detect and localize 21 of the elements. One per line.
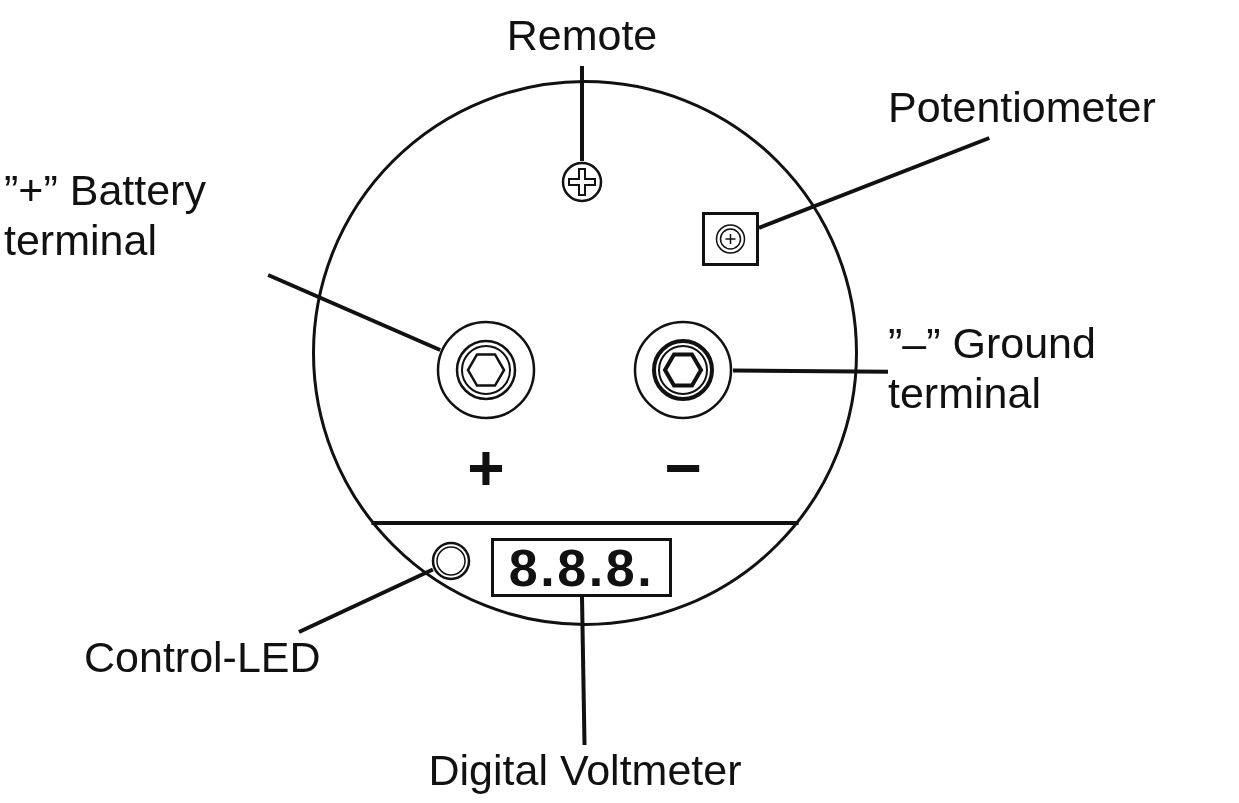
leader-line: [267, 273, 441, 352]
terminal-drawing: [436, 320, 536, 420]
housing-drawing: [312, 80, 858, 626]
ground-terminal-label: ”–” Ground terminal: [888, 318, 1188, 428]
remote-label: Remote: [470, 10, 694, 66]
led-icon: [431, 541, 471, 581]
potentiometer-label: Potentiometer: [888, 82, 1234, 138]
potentiometer-icon: [702, 212, 759, 266]
voltmeter-display: 8.8.8.: [491, 538, 672, 597]
minus-sign: −: [663, 431, 703, 506]
leader-line: [580, 66, 584, 161]
plus-sign: +: [466, 431, 506, 506]
control-led-label: Control-LED: [84, 632, 394, 688]
leader-line: [758, 136, 990, 230]
leader-line: [580, 596, 587, 746]
terminal-drawing: [633, 320, 733, 420]
screw-icon: [561, 161, 603, 203]
battery-terminal-label: ”+” Battery terminal: [4, 165, 280, 275]
voltmeter-label: Digital Voltmeter: [380, 745, 790, 801]
leader-line: [298, 567, 434, 634]
leader-line: [732, 368, 888, 374]
